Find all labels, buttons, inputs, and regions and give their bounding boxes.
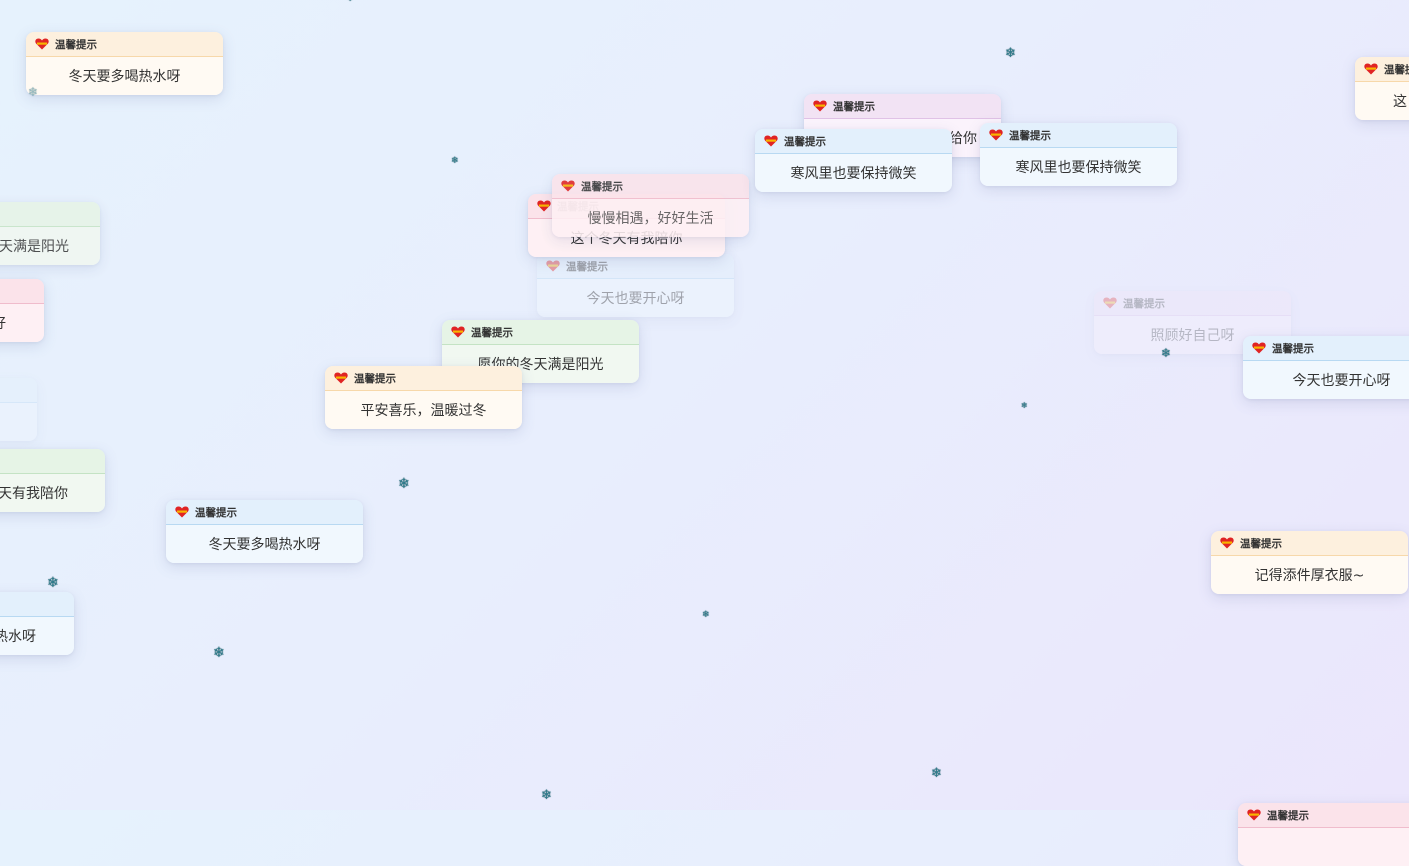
tip-card[interactable]: 温馨提示 热水呀: [0, 592, 74, 655]
tip-message: 寒风里也要保持微笑: [755, 154, 952, 192]
tip-header: 温馨提示: [0, 202, 100, 227]
tip-header: 温馨提示: [537, 254, 734, 279]
snowflake-icon: ❄: [702, 610, 710, 620]
snowflake-icon: ❄: [541, 788, 552, 803]
snowflake-icon: ❄: [1005, 46, 1016, 61]
tip-card[interactable]: 温馨提示: [1238, 803, 1409, 866]
tip-header: 温馨提示: [1243, 336, 1409, 361]
tip-card[interactable]: 温馨提示 好: [0, 279, 44, 342]
snowflake-icon: ❄: [931, 766, 942, 781]
tip-header: 温馨提示: [0, 592, 74, 617]
tip-header: 温馨提示: [166, 500, 363, 525]
snowflake-icon: ❄: [346, 0, 354, 4]
tip-message: 热水呀: [0, 617, 74, 655]
tip-card[interactable]: 温馨提示 愿你的冬天满是阳光: [442, 320, 639, 383]
tip-title: 温馨提示: [833, 100, 875, 113]
tip-header: 温馨提示: [1355, 57, 1409, 82]
tip-header: 温馨提示: [755, 129, 952, 154]
heart-icon: [1252, 342, 1266, 354]
tip-header: 温馨提示: [1211, 531, 1408, 556]
tip-card[interactable]: 温馨提示 天有我陪你: [0, 449, 105, 512]
tip-message: 天满是阳光: [0, 227, 100, 265]
snowflake-icon: ❄: [451, 156, 459, 166]
tip-title: 温馨提示: [784, 135, 826, 148]
snowflake-icon: ❄: [28, 85, 39, 99]
tip-message: [0, 403, 37, 441]
tip-header: 温馨提示: [0, 449, 105, 474]
tip-card[interactable]: 温馨提示 冬天要多喝热水呀: [26, 32, 223, 95]
tip-message: 今天也要开心呀: [1243, 361, 1409, 399]
tip-header: 温馨提示: [804, 94, 1001, 119]
tip-card[interactable]: 温馨提示 慢慢相遇，好好生活: [552, 174, 749, 237]
tip-message: 天有我陪你: [0, 474, 105, 512]
tip-message: 寒风里也要保持微笑: [980, 148, 1177, 186]
tip-title: 温馨提示: [55, 38, 97, 51]
tip-title: 温馨提示: [1384, 63, 1409, 76]
tip-message: [1238, 828, 1409, 866]
tip-card[interactable]: 温馨提示 照顾好自己呀: [1094, 291, 1291, 354]
tip-title: 温馨提示: [195, 506, 237, 519]
snowflake-icon: ❄: [1161, 346, 1172, 360]
heart-icon: [35, 38, 49, 50]
heart-icon: [537, 200, 551, 212]
heart-icon: [1103, 297, 1117, 309]
tip-message: 冬天要多喝热水呀: [26, 57, 223, 95]
tip-message: 这: [1355, 82, 1409, 120]
tip-title: 温馨提示: [581, 180, 623, 193]
tip-card[interactable]: 温馨提示 冬天要多喝热水呀: [166, 500, 363, 563]
tip-message: 好: [0, 304, 44, 342]
tip-header: 温馨提示: [980, 123, 1177, 148]
tip-header: 温馨提示: [442, 320, 639, 345]
snowflake-icon: ❄: [47, 575, 59, 591]
heart-icon: [764, 135, 778, 147]
tip-header: 温馨提示: [0, 279, 44, 304]
tip-message: 慢慢相遇，好好生活: [552, 199, 749, 237]
tip-header: 温馨提示: [552, 174, 749, 199]
heart-icon: [334, 372, 348, 384]
snowflake-icon: ❄: [213, 645, 225, 661]
tip-header: 温馨提示: [26, 32, 223, 57]
tip-header: 温馨提示: [1094, 291, 1291, 316]
tip-card[interactable]: 温馨提示 今天也要开心呀: [1243, 336, 1409, 399]
heart-icon: [561, 180, 575, 192]
tip-message: 冬天要多喝热水呀: [166, 525, 363, 563]
tip-title: 温馨提示: [354, 372, 396, 385]
heart-icon: [546, 260, 560, 272]
snowflake-icon: ❄: [1021, 401, 1028, 410]
tip-title: 温馨提示: [471, 326, 513, 339]
tip-message: 今天也要开心呀: [537, 279, 734, 317]
heart-icon: [989, 129, 1003, 141]
heart-icon: [175, 506, 189, 518]
snowflake-icon: ❄: [398, 476, 410, 492]
tip-header: 温馨提示: [1238, 803, 1409, 828]
heart-icon: [451, 326, 465, 338]
tip-card[interactable]: 温馨提示 寒风里也要保持微笑: [755, 129, 952, 192]
tip-header: 温馨提示: [325, 366, 522, 391]
tip-card[interactable]: 温馨提示 平安喜乐，温暖过冬: [325, 366, 522, 429]
tip-title: 温馨提示: [566, 260, 608, 273]
heart-icon: [1364, 63, 1378, 75]
heart-icon: [1247, 809, 1261, 821]
tip-title: 温馨提示: [1240, 537, 1282, 550]
tip-card[interactable]: 温馨提示: [0, 378, 37, 441]
tip-card[interactable]: 温馨提示 记得添件厚衣服~: [1211, 531, 1408, 594]
heart-icon: [1220, 537, 1234, 549]
tip-card[interactable]: 温馨提示 这: [1355, 57, 1409, 120]
tip-card[interactable]: 温馨提示 天满是阳光: [0, 202, 100, 265]
tip-title: 温馨提示: [1272, 342, 1314, 355]
tip-card[interactable]: 温馨提示 寒风里也要保持微笑: [980, 123, 1177, 186]
tip-card[interactable]: 温馨提示 今天也要开心呀: [537, 254, 734, 317]
heart-icon: [813, 100, 827, 112]
tip-header: 温馨提示: [0, 378, 37, 403]
tip-message: 记得添件厚衣服~: [1211, 556, 1408, 594]
tip-title: 温馨提示: [1009, 129, 1051, 142]
tip-message: 平安喜乐，温暖过冬: [325, 391, 522, 429]
tip-title: 温馨提示: [1123, 297, 1165, 310]
